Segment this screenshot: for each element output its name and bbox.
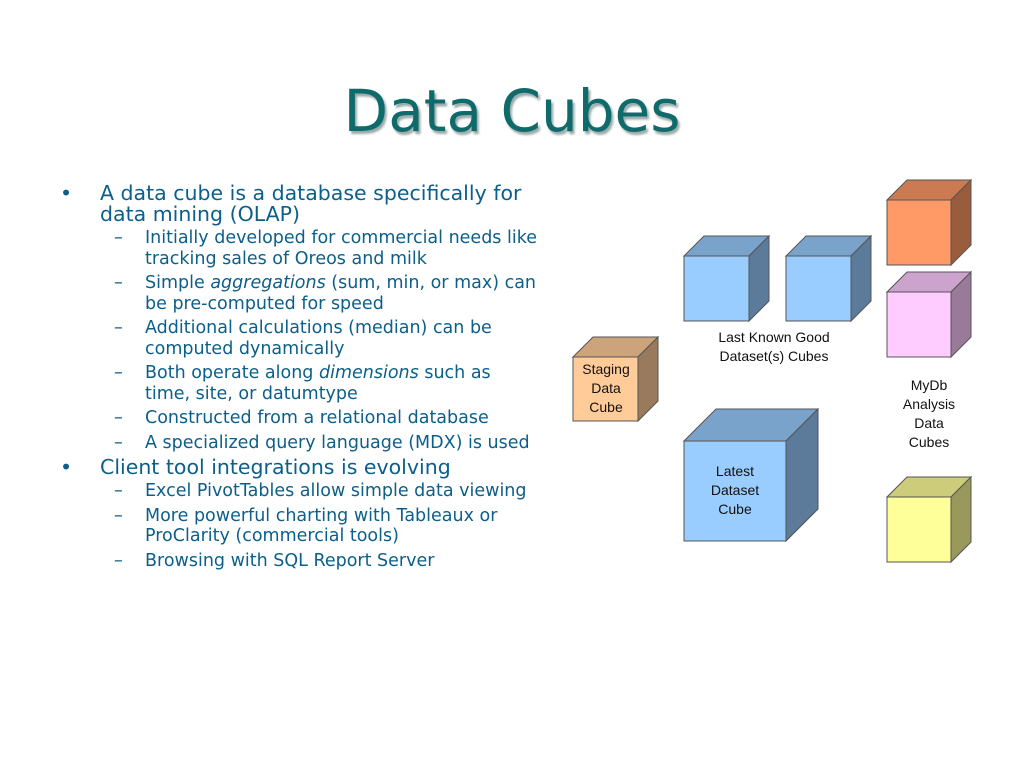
latest-dataset-cube — [682, 407, 820, 543]
sub-bullet-dash-icon: – — [114, 481, 123, 501]
sub-bullet-text: More powerful charting with Tableaux or … — [145, 505, 498, 547]
bullet-dot-icon: • — [60, 181, 73, 205]
sub-bullet-text: Constructed from a relational database — [145, 408, 489, 428]
last-known-good-cube-2 — [784, 234, 873, 323]
bullet-list: • A data cube is a database specifically … — [58, 183, 538, 575]
sub-bullet-item: – Additional calculations (median) can be… — [58, 318, 538, 359]
mydb-cube-pink — [885, 270, 973, 359]
sub-bullet-item: – Excel PivotTables allow simple data vie… — [58, 481, 538, 502]
sub-bullet-text: Simple — [145, 273, 211, 293]
last-known-good-label: Last Known Good Dataset(s) Cubes — [718, 329, 830, 364]
sub-bullet-item: – Both operate along dimensions such as t… — [58, 363, 538, 404]
mydb-cubes-label: MyDb Analysis Data Cubes — [902, 377, 956, 450]
sub-bullet-dash-icon: – — [114, 432, 123, 453]
latest-cube-label: Latest Dataset Cube — [710, 463, 760, 517]
sub-bullet-text: Initially developed for commercial needs… — [145, 228, 537, 269]
sub-bullet-dash-icon: – — [114, 228, 123, 248]
bullet-text: Client tool integrations is evolving — [100, 455, 451, 479]
sub-bullet-text: (sum, min, or max) can be pre-computed f… — [145, 273, 537, 314]
sub-bullet-text: dimensions — [318, 363, 419, 383]
slide-title: Data Cubes — [343, 77, 681, 145]
sub-bullet-text: Browsing with SQL Report Server — [145, 550, 435, 571]
sub-bullet-item: – More powerful charting with Tableaux or… — [58, 506, 538, 547]
bullet-item: • Client tool integrations is evolving — [58, 457, 538, 478]
sub-bullet-dash-icon: – — [114, 318, 123, 338]
sub-bullet-dash-icon: – — [114, 505, 123, 526]
sub-bullet-dash-icon: – — [114, 408, 123, 428]
bullet-item: • A data cube is a database specifically … — [58, 183, 538, 225]
mydb-cube-orange — [885, 178, 973, 267]
sub-bullet-dash-icon: – — [114, 273, 123, 293]
last-known-good-cube-1 — [682, 234, 771, 323]
sub-bullet-text: Additional calculations (median) can be … — [145, 318, 492, 359]
bullet-dot-icon: • — [60, 455, 73, 479]
sub-bullet-text: Both operate along — [145, 363, 319, 383]
staging-cube — [571, 335, 660, 423]
sub-bullet-item: – Initially developed for commercial need… — [58, 228, 538, 269]
sub-bullet-text: aggregations — [210, 273, 326, 293]
sub-bullet-text: A specialized query language (MDX) is us… — [145, 432, 530, 453]
sub-bullet-item: – Simple aggregations (sum, min, or max) … — [58, 273, 538, 314]
bullet-text: A data cube is a database specifically f… — [100, 181, 522, 226]
sub-bullet-text: Excel PivotTables allow simple data view… — [145, 481, 527, 501]
sub-bullet-item: – A specialized query language (MDX) is u… — [58, 433, 538, 454]
sub-bullet-dash-icon: – — [114, 550, 123, 571]
sub-bullet-item: – Constructed from a relational database — [58, 408, 538, 429]
sub-bullet-item: – Browsing with SQL Report Server — [58, 551, 538, 572]
mydb-cube-yellow — [885, 475, 973, 564]
sub-bullet-dash-icon: – — [114, 363, 123, 383]
sub-bullet-text: such as time, site, or datumtype — [145, 363, 491, 404]
staging-cube-label: Staging Data Cube — [582, 361, 630, 415]
